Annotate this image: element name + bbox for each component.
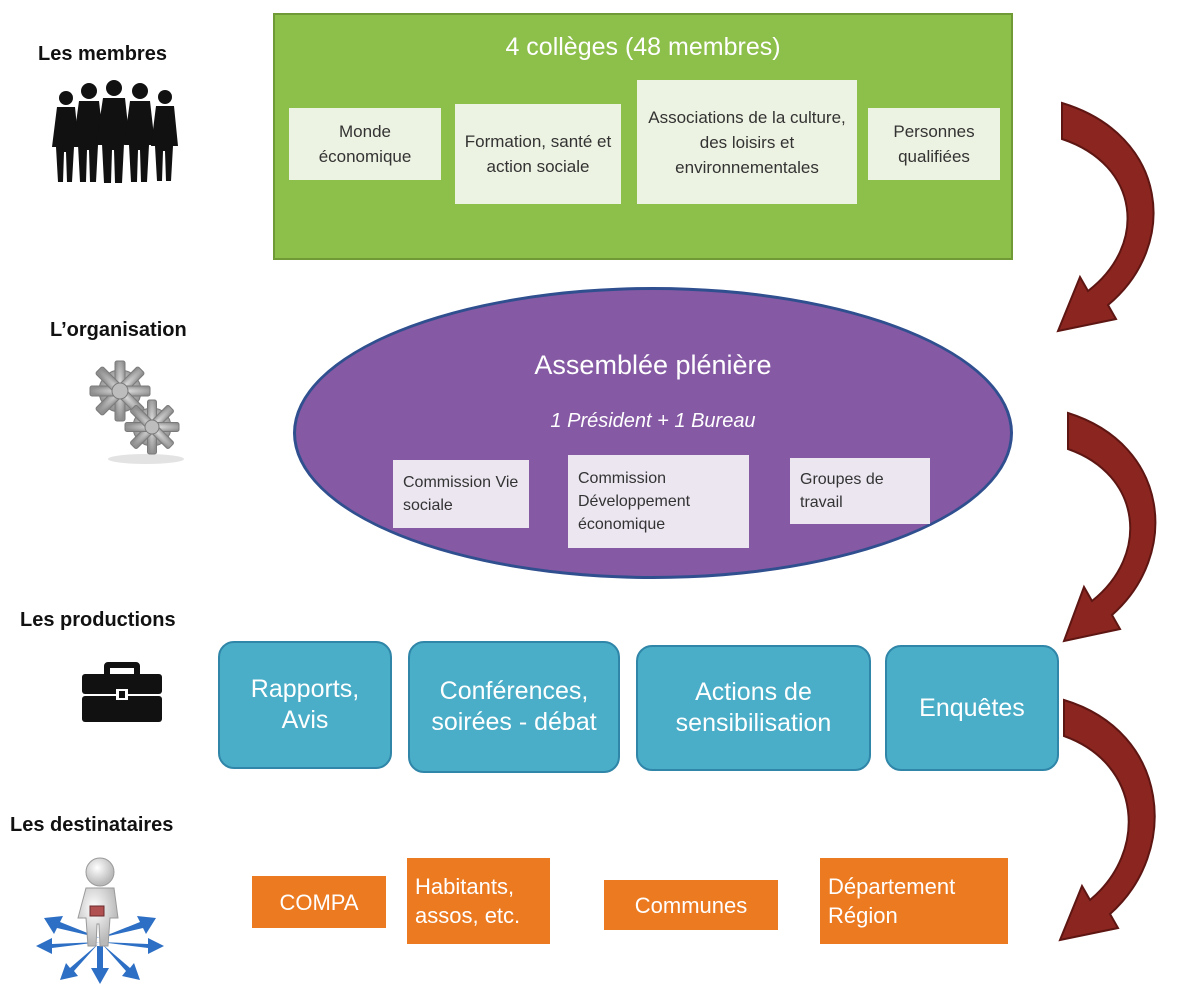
organisation-label: L’organisation: [50, 319, 187, 341]
people-silhouette-icon: [52, 80, 178, 183]
curved-arrow-icon: [1058, 698, 1156, 942]
college-box: Associations de la culture, des loisirs …: [637, 80, 857, 204]
members-label: Les membres: [38, 43, 167, 65]
commission-box: Commission Développement économique: [568, 455, 749, 548]
working-groups-box: Groupes de travail: [790, 458, 930, 524]
production-box: Conférences, soirées - débat: [408, 641, 620, 773]
recipients-label: Les destinataires: [10, 814, 174, 836]
recipient-box: Habitants, assos, etc.: [407, 858, 550, 944]
assembly-title: Assemblée plénière: [534, 350, 772, 380]
commission-box: Commission Vie sociale: [393, 460, 529, 528]
person-arrows-icon: [36, 857, 164, 984]
curved-arrow-icon: [1062, 411, 1157, 643]
assembly-subtitle: 1 Président + 1 Bureau: [550, 410, 756, 432]
productions-label: Les productions: [20, 609, 176, 631]
recipient-box: Communes: [604, 880, 778, 930]
recipient-box: COMPA: [252, 876, 386, 928]
recipient-box: Département Région: [820, 858, 1008, 944]
production-box: Enquêtes: [885, 645, 1059, 771]
college-box: Personnes qualifiées: [868, 108, 1000, 180]
gears-icon: [89, 360, 184, 464]
college-box: Monde économique: [289, 108, 441, 180]
briefcase-icon: [82, 662, 162, 722]
curved-arrow-icon: [1056, 101, 1155, 333]
members-title: 4 collèges (48 membres): [505, 33, 781, 61]
production-box: Actions de sensibilisation: [636, 645, 871, 771]
college-box: Formation, santé et action sociale: [455, 104, 621, 204]
production-box: Rapports, Avis: [218, 641, 392, 769]
